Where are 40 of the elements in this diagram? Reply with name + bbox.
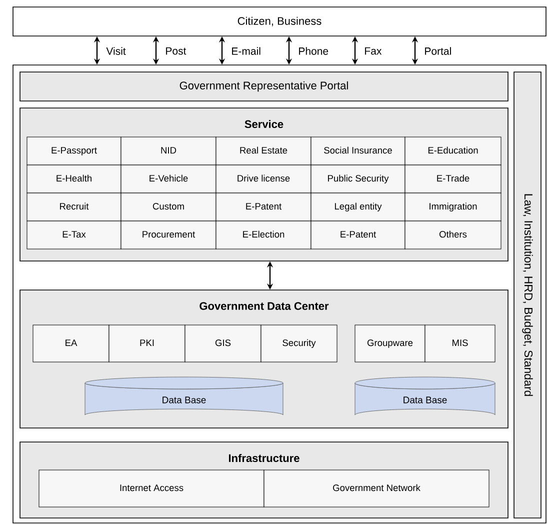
portal-bar: Government Representative Portal xyxy=(20,72,508,102)
service-cell: Drive license xyxy=(216,164,312,194)
module-cell: Security xyxy=(260,324,338,362)
module-cell: PKI xyxy=(108,324,186,362)
vertical-band: Law, Institution, HRD, Budget, Standard xyxy=(514,72,542,518)
service-cell: Legal entity xyxy=(310,192,406,222)
stakeholder-box: Citizen, Business xyxy=(12,6,546,36)
module-cell: Groupware xyxy=(354,324,426,362)
edge-label: Portal xyxy=(423,46,453,56)
service-cell: Real Estate xyxy=(216,136,312,166)
service-cell: E-Patent xyxy=(310,220,406,250)
service-cell: E-Education xyxy=(404,136,502,166)
service-cell: E-Election xyxy=(216,220,312,250)
service-cell: Procurement xyxy=(120,220,216,250)
service-cell: E-Passport xyxy=(26,136,122,166)
service-cell: E-Patent xyxy=(216,192,312,222)
network-cell: Internet Access xyxy=(38,470,264,508)
service-cell: E-Health xyxy=(26,164,122,194)
service-cell: Others xyxy=(404,220,502,250)
outer-frame xyxy=(12,64,546,524)
service-cell: E-Trade xyxy=(404,164,502,194)
edge-label: Post xyxy=(164,46,188,56)
service-cell: Immigration xyxy=(404,192,502,222)
edge-label: Phone xyxy=(297,46,330,56)
service-cell: NID xyxy=(120,136,216,166)
service-cell: E-Vehicle xyxy=(120,164,216,194)
database-cylinder: Data Base xyxy=(354,376,496,416)
service-cell: Public Security xyxy=(310,164,406,194)
edge-label: Fax xyxy=(363,46,383,56)
service-cell: Recruit xyxy=(26,192,122,222)
service-cell: Social Insurance xyxy=(310,136,406,166)
database-cylinder: Data Base xyxy=(84,376,284,416)
service-cell: E-Tax xyxy=(26,220,122,250)
network-cell: Government Network xyxy=(264,470,490,508)
module-cell: MIS xyxy=(424,324,496,362)
service-cell: Custom xyxy=(120,192,216,222)
module-cell: GIS xyxy=(184,324,262,362)
module-cell: EA xyxy=(32,324,110,362)
edge-label: E-mail xyxy=(230,46,262,56)
edge-label: Visit xyxy=(105,46,127,56)
